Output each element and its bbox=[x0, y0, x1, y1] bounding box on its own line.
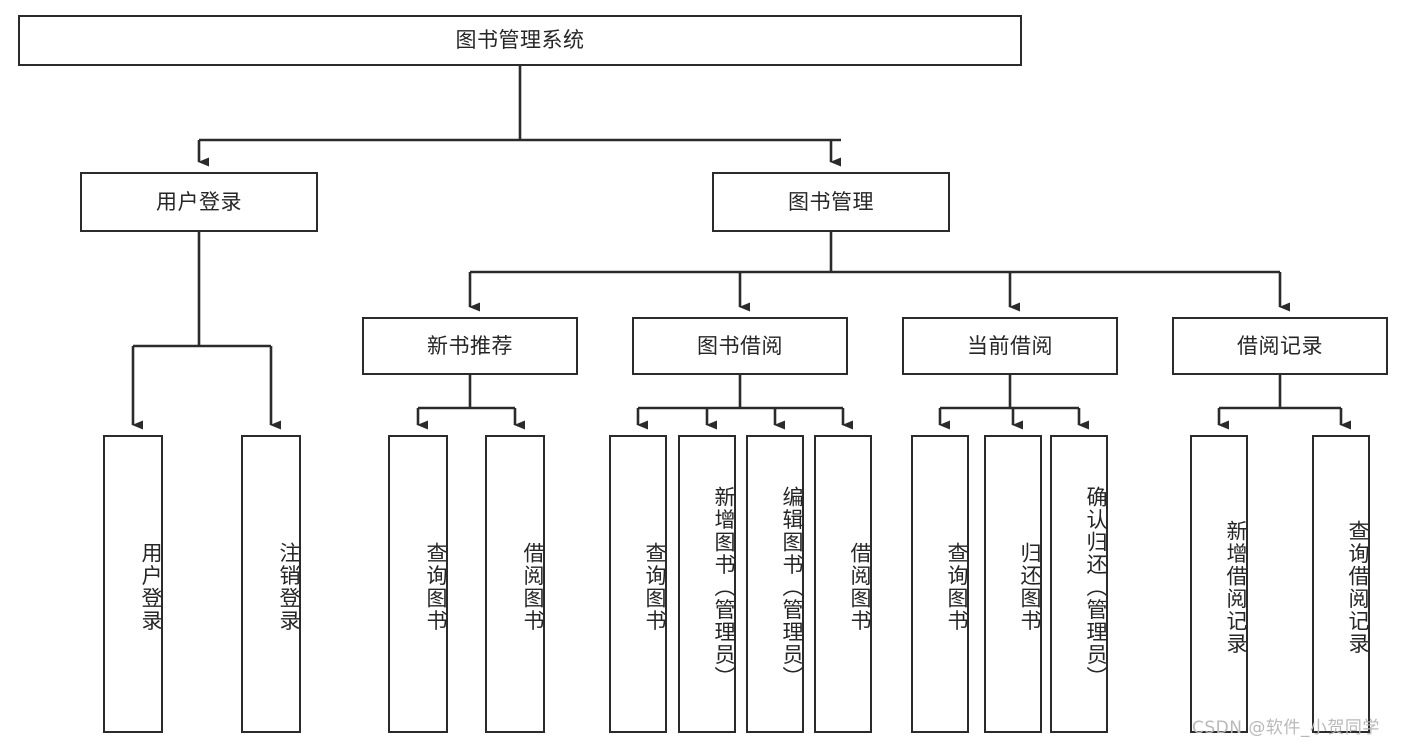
node-new-book-recommend[interactable] bbox=[362, 317, 578, 375]
node-book-borrow[interactable] bbox=[632, 317, 848, 375]
node-leaf-edit-book[interactable] bbox=[746, 435, 804, 733]
node-leaf-borrow-book[interactable] bbox=[814, 435, 872, 733]
node-borrow-record[interactable] bbox=[1172, 317, 1388, 375]
node-leaf-query-book-recommend[interactable] bbox=[388, 435, 448, 733]
node-leaf-query-borrow-record[interactable] bbox=[1312, 435, 1370, 733]
csdn-watermark: CSDN @软件_小贺同学 bbox=[1192, 718, 1380, 738]
node-leaf-return-book[interactable] bbox=[984, 435, 1042, 733]
node-current-borrow[interactable] bbox=[902, 317, 1118, 375]
node-leaf-query-book-current[interactable] bbox=[911, 435, 969, 733]
node-root[interactable] bbox=[18, 15, 1022, 66]
node-leaf-borrow-book-recommend[interactable] bbox=[485, 435, 545, 733]
node-leaf-add-borrow-record[interactable] bbox=[1190, 435, 1248, 733]
node-user-login[interactable] bbox=[80, 172, 318, 232]
node-book-management[interactable] bbox=[712, 172, 950, 232]
node-leaf-confirm-return[interactable] bbox=[1050, 435, 1108, 733]
node-leaf-user-logout[interactable] bbox=[241, 435, 301, 733]
node-leaf-add-book[interactable] bbox=[678, 435, 736, 733]
node-leaf-user-login[interactable] bbox=[103, 435, 163, 733]
node-leaf-query-book-borrow[interactable] bbox=[609, 435, 667, 733]
